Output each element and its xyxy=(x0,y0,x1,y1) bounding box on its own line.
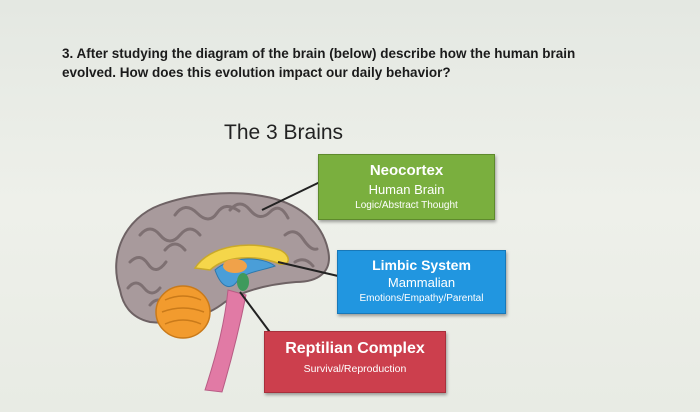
limbic-title: Limbic System xyxy=(338,257,505,273)
hippocampus xyxy=(237,273,249,291)
neocortex-subtitle: Human Brain xyxy=(319,182,494,197)
reptilian-title: Reptilian Complex xyxy=(265,340,445,358)
limbic-detail: Emotions/Empathy/Parental xyxy=(338,293,505,304)
limbic-label-box: Limbic System Mammalian Emotions/Empathy… xyxy=(337,250,506,314)
neocortex-detail: Logic/Abstract Thought xyxy=(319,200,494,211)
neocortex-label-box: Neocortex Human Brain Logic/Abstract Tho… xyxy=(318,154,495,220)
limbic-subtitle: Mammalian xyxy=(338,275,505,290)
reptilian-label-box: Reptilian Complex Survival/Reproduction xyxy=(264,331,446,393)
reptilian-pointer xyxy=(240,292,272,335)
thalamus xyxy=(223,259,247,273)
neocortex-title: Neocortex xyxy=(319,162,494,179)
reptilian-detail: Survival/Reproduction xyxy=(265,363,445,375)
